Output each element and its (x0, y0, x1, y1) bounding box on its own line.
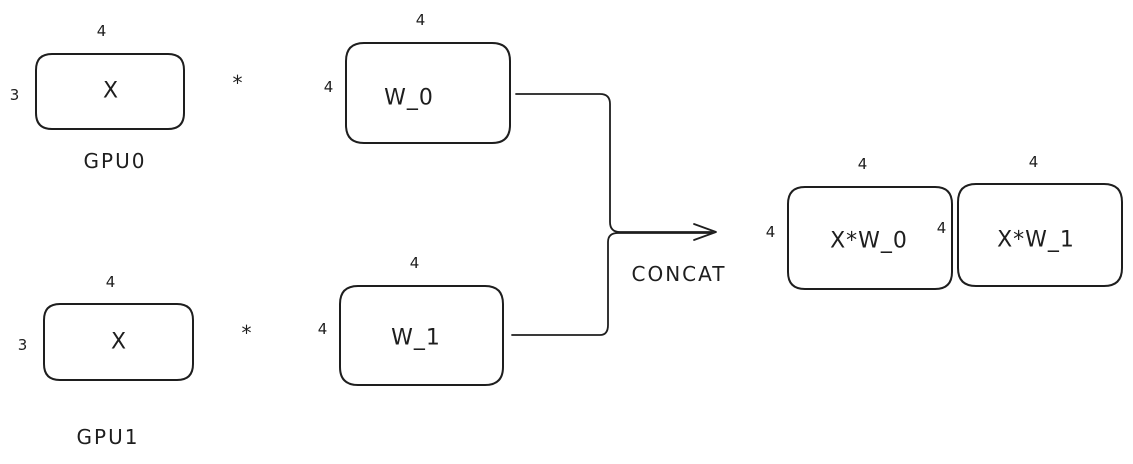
w0-cols: 4 (415, 11, 427, 29)
output-left-rows: 4 (765, 223, 777, 241)
gpu0-x-label: X (102, 78, 120, 104)
gpu1-x-rows: 3 (17, 336, 29, 354)
output-right-rows: 4 (936, 219, 948, 237)
w0-rows: 4 (323, 78, 335, 96)
w1-label: W_1 (391, 325, 441, 351)
w1-rows: 4 (317, 320, 329, 338)
gpu0-x-box[interactable] (35, 53, 185, 130)
gpu1-x-label: X (110, 329, 128, 355)
gpu0-x-rows: 3 (9, 86, 21, 104)
w0-label: W_0 (384, 85, 434, 111)
output-right-cols: 4 (1028, 153, 1040, 171)
gpu1-multiply-operator: * (241, 321, 253, 345)
gpu1-x-box[interactable] (43, 303, 194, 381)
output-left-cols: 4 (857, 155, 869, 173)
gpu1-x-cols: 4 (105, 273, 117, 291)
gpu0-label: GPU0 (83, 149, 147, 173)
w0-box[interactable] (345, 42, 511, 144)
concat-label: CONCAT (631, 262, 727, 286)
w1-cols: 4 (409, 254, 421, 272)
w1-box[interactable] (339, 285, 504, 386)
gpu0-x-cols: 4 (96, 22, 108, 40)
gpu1-label: GPU1 (76, 425, 140, 449)
output-left-box[interactable] (787, 186, 953, 290)
output-right-box[interactable] (957, 183, 1123, 287)
concat-arrowhead (693, 223, 717, 241)
output-right-label: X*W_1 (997, 227, 1075, 253)
w1-connector (511, 232, 713, 336)
w0-connector (515, 93, 713, 233)
output-left-label: X*W_0 (830, 228, 908, 254)
gpu0-multiply-operator: * (232, 71, 244, 95)
